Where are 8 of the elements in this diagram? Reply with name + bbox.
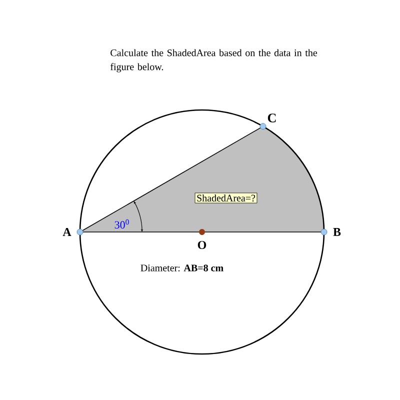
text-label: 30$^{0}$ xyxy=(114,219,129,229)
text-label: O xyxy=(198,240,206,250)
text-label: A xyxy=(62,228,72,236)
text-label: Diameter: AB=8 cm xyxy=(140,264,224,272)
title: Calculate the ShadedArea based on the data in the figure below. xyxy=(110,49,318,72)
text-label: C xyxy=(268,114,276,122)
label-box: ShadedArea=? xyxy=(194,192,258,204)
text-label: B xyxy=(333,228,341,236)
